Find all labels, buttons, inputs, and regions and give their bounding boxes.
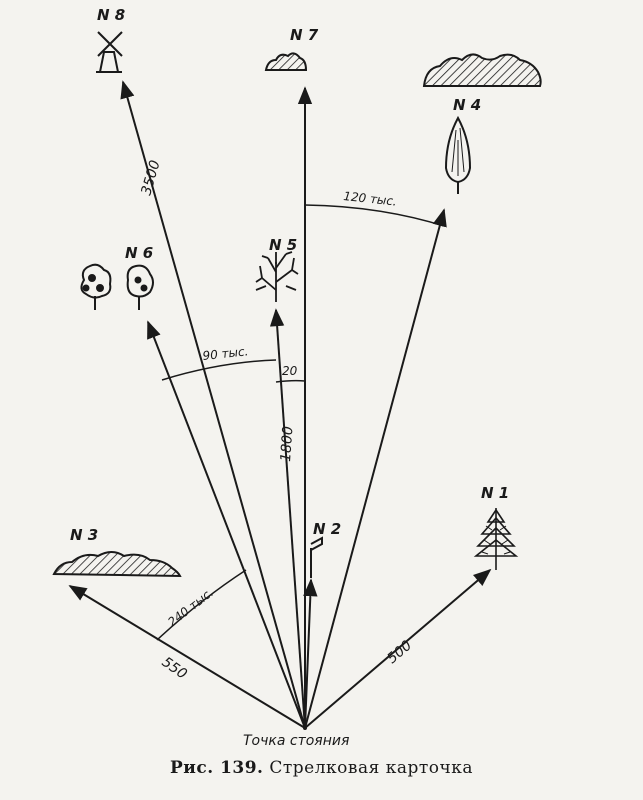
arc-120 xyxy=(304,204,445,227)
distance-550: 550 xyxy=(159,654,190,682)
ray-n2 xyxy=(303,578,318,729)
caption-prefix: Рис. 139. xyxy=(169,758,264,778)
ray-n8 xyxy=(120,80,306,729)
bare-tree-icon xyxy=(255,251,299,302)
ray-n5 xyxy=(269,308,306,729)
angle-90: 90 тыс. xyxy=(202,344,249,363)
angle-arcs xyxy=(156,204,445,641)
windmill-icon xyxy=(96,31,123,73)
distance-500: 500 xyxy=(384,638,415,667)
direction-rays xyxy=(68,80,492,729)
ray-n4 xyxy=(304,208,447,729)
distance-3500: 3500 xyxy=(138,158,163,197)
station-label: Точка стояния xyxy=(243,733,350,749)
hill-icon-n3 xyxy=(52,551,182,578)
landmark-label-n6: N 6 xyxy=(125,244,153,262)
landmark-label-n3: N 3 xyxy=(70,526,98,544)
poplar-tree-icon xyxy=(444,115,472,194)
tree-icon-n6-right xyxy=(126,264,154,310)
arc-20 xyxy=(275,379,306,383)
ray-n3 xyxy=(68,585,306,729)
landmark-label-n2: N 2 xyxy=(313,520,341,538)
landmark-label-n8: N 8 xyxy=(97,6,125,24)
arc-90 xyxy=(161,359,277,381)
figure-caption: Рис. 139. Стрелковая карточка xyxy=(0,758,643,778)
landmark-label-n5: N 5 xyxy=(269,236,297,254)
hill-icon-n7 xyxy=(264,52,308,71)
fir-tree-icon xyxy=(473,508,519,570)
landmark-label-n1: N 1 xyxy=(481,484,509,502)
station-point xyxy=(303,726,307,730)
angle-240: 240 тыс. xyxy=(165,585,216,629)
hill-icon-ridge xyxy=(422,53,542,87)
caption-title: Стрелковая карточка xyxy=(269,758,474,778)
landmark-label-n4: N 4 xyxy=(453,96,481,114)
landmark-label-n7: N 7 xyxy=(290,26,319,44)
distance-1800: 1800 xyxy=(278,426,296,463)
tree-icon-n6-left xyxy=(80,263,112,310)
signpost-icon xyxy=(310,536,323,578)
angle-120: 120 тыс. xyxy=(343,189,398,209)
ray-n6 xyxy=(147,320,306,729)
ray-n1 xyxy=(304,568,492,729)
arc-240 xyxy=(156,569,247,641)
angle-20: 20 xyxy=(282,364,298,378)
